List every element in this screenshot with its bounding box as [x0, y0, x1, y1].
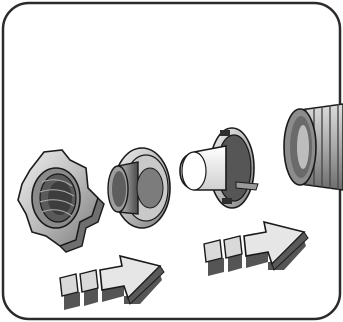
adapter-ring-icon	[107, 147, 171, 229]
light-module-icon	[179, 127, 259, 209]
threaded-housing-icon	[283, 103, 343, 191]
direction-arrow-2	[203, 220, 309, 276]
direction-arrow-1	[59, 254, 165, 310]
lock-nut-icon	[17, 149, 105, 253]
